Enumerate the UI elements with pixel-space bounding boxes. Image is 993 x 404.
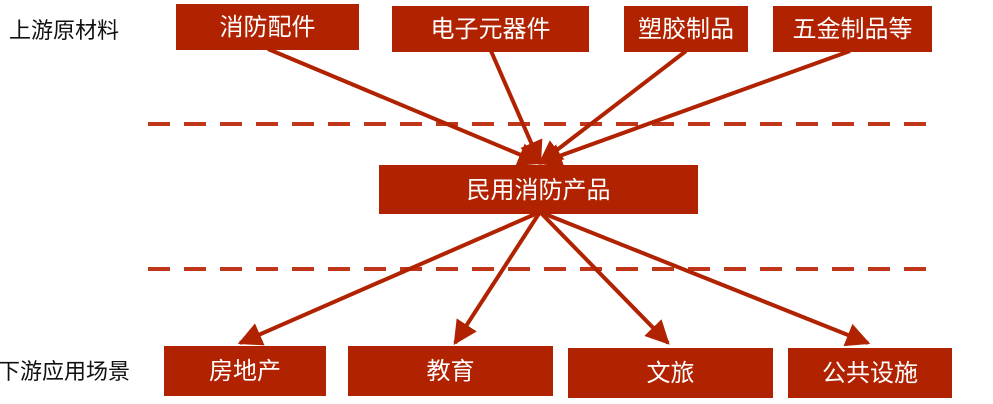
upstream-label: 上游原材料 <box>9 19 120 44</box>
arrow-center-to-downstream-2 <box>453 210 542 346</box>
arrow-center-to-downstream-1 <box>237 210 541 346</box>
arrow-upstream-2-to-center <box>489 50 543 166</box>
upstream-node-hardware-products: 五金制品等 <box>773 6 932 52</box>
arrow-center-to-downstream-3 <box>538 210 670 345</box>
upstream-node-plastic-products: 塑胶制品 <box>624 6 748 52</box>
downstream-label: 下游应用场景 <box>0 360 131 385</box>
downstream-node-real-estate: 房地产 <box>164 346 326 396</box>
downstream-node-public-facilities: 公共设施 <box>788 348 952 398</box>
center-node-civil-fire-products: 民用消防产品 <box>379 165 698 214</box>
upstream-node-electronic-components: 电子元器件 <box>392 6 589 52</box>
arrow-upstream-3-to-center <box>538 49 688 165</box>
arrow-upstream-1-to-center <box>267 47 543 166</box>
arrow-upstream-4-to-center <box>537 49 851 167</box>
arrow-center-to-downstream-4 <box>539 210 871 347</box>
downstream-node-culture-tourism: 文旅 <box>568 348 773 398</box>
upstream-node-fire-accessories: 消防配件 <box>176 4 359 50</box>
downstream-node-education: 教育 <box>348 346 553 396</box>
